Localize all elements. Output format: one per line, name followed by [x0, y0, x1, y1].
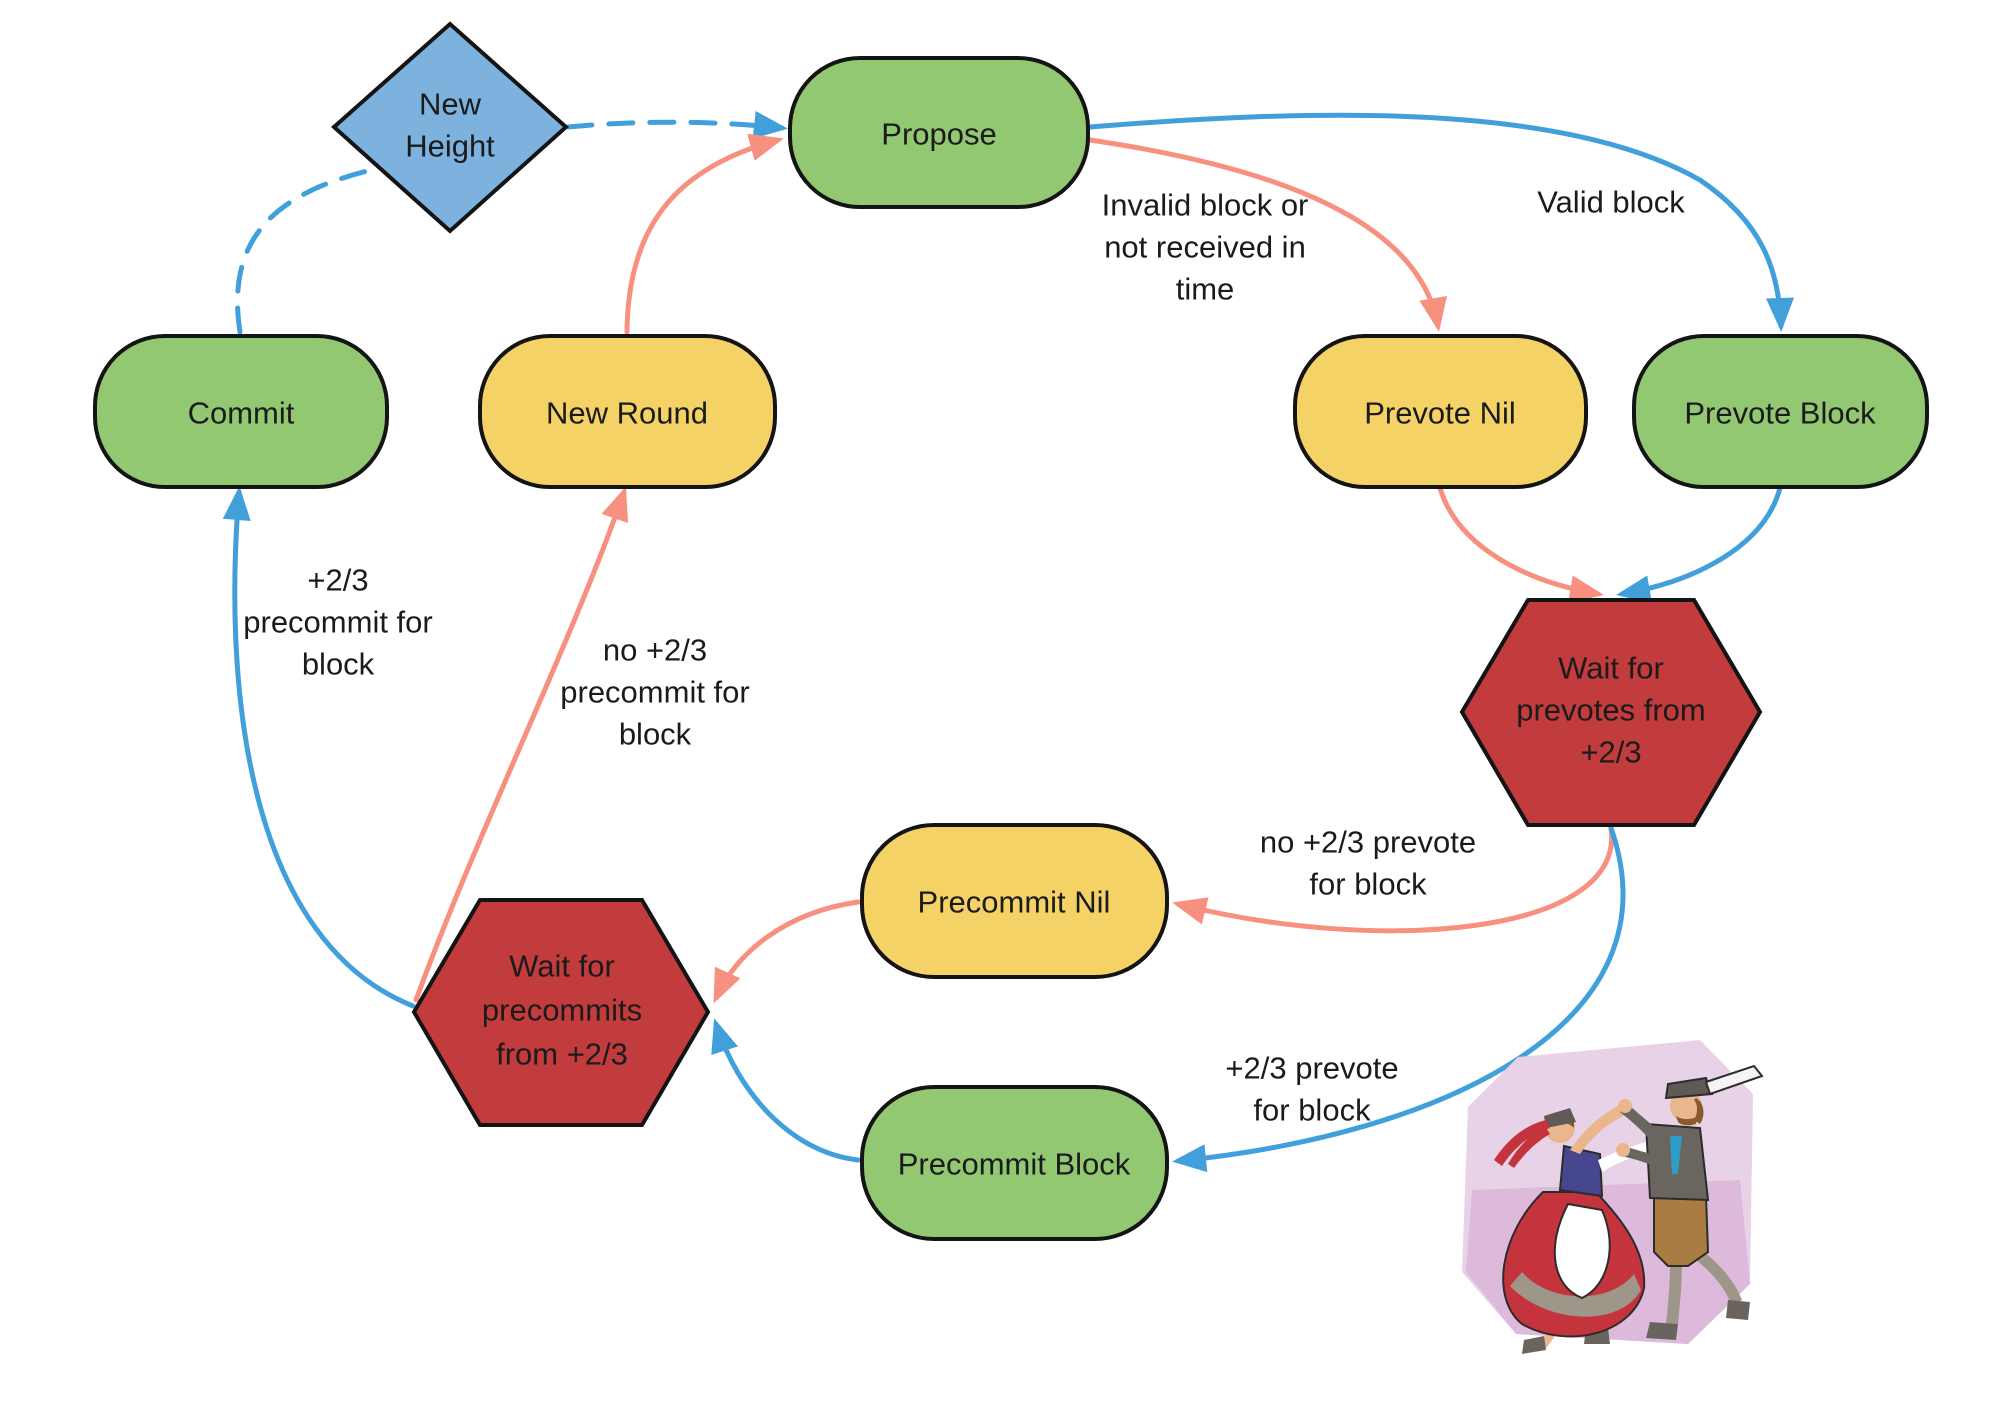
illustration-man — [1616, 1064, 1764, 1340]
edge-precommit-nil-to-wait-precommits — [713, 899, 861, 1004]
man-arm-up — [1620, 1103, 1660, 1142]
label-no-prevote-for-block-line2: for block — [1309, 867, 1427, 902]
label-precommit-for-block-line1: +2/3 — [307, 563, 368, 598]
prevote-block-shape — [1632, 334, 1929, 489]
edge-prevote-nil-to-wait-prevotes — [1437, 485, 1604, 604]
propose-label: Propose — [881, 117, 996, 152]
wait-precommits-label-line2: precommits — [482, 993, 642, 1028]
man-mustache — [1676, 1116, 1698, 1126]
node-new-height: New Height — [330, 21, 570, 234]
node-wait-prevotes: Wait for prevotes from +2/3 — [1459, 598, 1763, 827]
node-prevote-block: Prevote Block — [1632, 334, 1929, 489]
wait-precommits-hexagon — [411, 898, 711, 1127]
label-precommit-for-block-line3: block — [302, 647, 375, 682]
label-no-precommit-for-block-line3: block — [619, 717, 692, 752]
label-no-prevote-for-block-line1: no +2/3 prevote — [1260, 825, 1476, 860]
node-commit: Commit — [93, 334, 389, 489]
wait-prevotes-label-line1: Wait for — [1558, 651, 1664, 686]
illustration-woman — [1494, 1102, 1648, 1354]
precommit-nil-shape — [860, 823, 1169, 979]
edge-prevote-block-to-wait-prevotes — [1616, 485, 1783, 604]
man-pants — [1653, 1192, 1710, 1267]
edge-wait-precommits-to-new-round — [413, 486, 629, 1003]
edge-commit-to-new-height — [235, 165, 383, 335]
man-tie — [1670, 1136, 1682, 1174]
joined-hands-front — [1616, 1143, 1630, 1157]
label-precommit-for-block-line2: precommit for — [243, 605, 432, 640]
dancing-couple-illustration — [1462, 1040, 1764, 1354]
prevote-block-label: Prevote Block — [1684, 396, 1876, 431]
label-no-precommit-for-block-line1: no +2/3 — [603, 633, 707, 668]
label-invalid-block-line2: not received in — [1104, 230, 1306, 265]
label-no-precommit-for-block: no +2/3 precommit for block — [560, 633, 749, 752]
new-round-label: New Round — [546, 396, 708, 431]
man-head — [1670, 1090, 1702, 1122]
node-new-round: New Round — [478, 334, 777, 489]
label-precommit-for-block: +2/3 precommit for block — [243, 563, 432, 682]
edge-propose-to-prevote-block — [1087, 112, 1794, 332]
label-no-precommit-for-block-line2: precommit for — [560, 675, 749, 710]
prevote-nil-shape — [1293, 334, 1588, 489]
man-leg-back — [1696, 1252, 1742, 1306]
edge-propose-to-prevote-nil — [1087, 137, 1447, 332]
label-no-prevote-for-block: no +2/3 prevote for block — [1260, 825, 1476, 902]
woman-hat — [1544, 1108, 1576, 1128]
precommit-nil-label: Precommit Nil — [918, 885, 1111, 920]
wait-prevotes-label-line2: prevotes from — [1516, 693, 1706, 728]
woman-ribbon — [1494, 1120, 1550, 1166]
wait-prevotes-label-line3: +2/3 — [1580, 735, 1641, 770]
woman-skirt-band — [1510, 1272, 1641, 1317]
node-propose: Propose — [788, 56, 1090, 209]
woman-bodice — [1558, 1144, 1604, 1198]
edge-labels: Invalid block or not received in time Va… — [243, 185, 1685, 1128]
new-round-shape — [478, 334, 777, 489]
wait-precommits-label-line3: from +2/3 — [496, 1037, 628, 1072]
prevote-nil-label: Prevote Nil — [1364, 396, 1516, 431]
precommit-block-shape — [860, 1085, 1169, 1241]
new-height-label-line1: New — [419, 87, 482, 122]
edge-new-height-to-propose — [565, 111, 788, 139]
man-shoe-front — [1646, 1322, 1678, 1340]
precommit-block-label: Precommit Block — [898, 1147, 1131, 1182]
label-prevote-for-block-line2: for block — [1253, 1093, 1371, 1128]
edge-precommit-block-to-wait-precommits — [711, 1018, 861, 1163]
label-valid-block-line1: Valid block — [1537, 185, 1685, 220]
joined-hands-top — [1618, 1099, 1632, 1113]
node-precommit-block: Precommit Block — [860, 1085, 1169, 1241]
woman-ribbon-2 — [1508, 1126, 1550, 1168]
wait-prevotes-hexagon — [1459, 598, 1763, 827]
label-valid-block: Valid block — [1537, 185, 1685, 220]
label-prevote-for-block: +2/3 prevote for block — [1225, 1051, 1398, 1128]
wait-precommits-label-line1: Wait for — [509, 949, 615, 984]
woman-shoe — [1522, 1336, 1546, 1354]
edge-wait-prevotes-to-precommit-nil — [1172, 825, 1615, 934]
node-prevote-nil: Prevote Nil — [1293, 334, 1588, 489]
commit-label: Commit — [188, 396, 295, 431]
label-invalid-block-line3: time — [1176, 272, 1235, 307]
commit-shape — [93, 334, 389, 489]
man-boot-back — [1726, 1300, 1750, 1320]
man-leg-front — [1666, 1262, 1682, 1324]
label-prevote-for-block-line1: +2/3 prevote — [1225, 1051, 1398, 1086]
edge-wait-precommits-to-commit — [222, 486, 416, 1009]
woman-apron — [1553, 1202, 1611, 1300]
label-invalid-block-line1: Invalid block or — [1102, 188, 1309, 223]
man-hat-feather — [1704, 1064, 1764, 1096]
label-invalid-block: Invalid block or not received in time — [1102, 188, 1309, 307]
edges — [222, 111, 1794, 1173]
woman-arm-raised — [1570, 1102, 1632, 1154]
new-height-label-line2: Height — [405, 129, 495, 164]
new-height-diamond — [330, 21, 570, 234]
node-precommit-nil: Precommit Nil — [860, 823, 1169, 979]
propose-shape — [788, 56, 1090, 209]
edge-new-round-to-propose — [624, 133, 784, 335]
node-wait-precommits: Wait for precommits from +2/3 — [411, 898, 711, 1127]
